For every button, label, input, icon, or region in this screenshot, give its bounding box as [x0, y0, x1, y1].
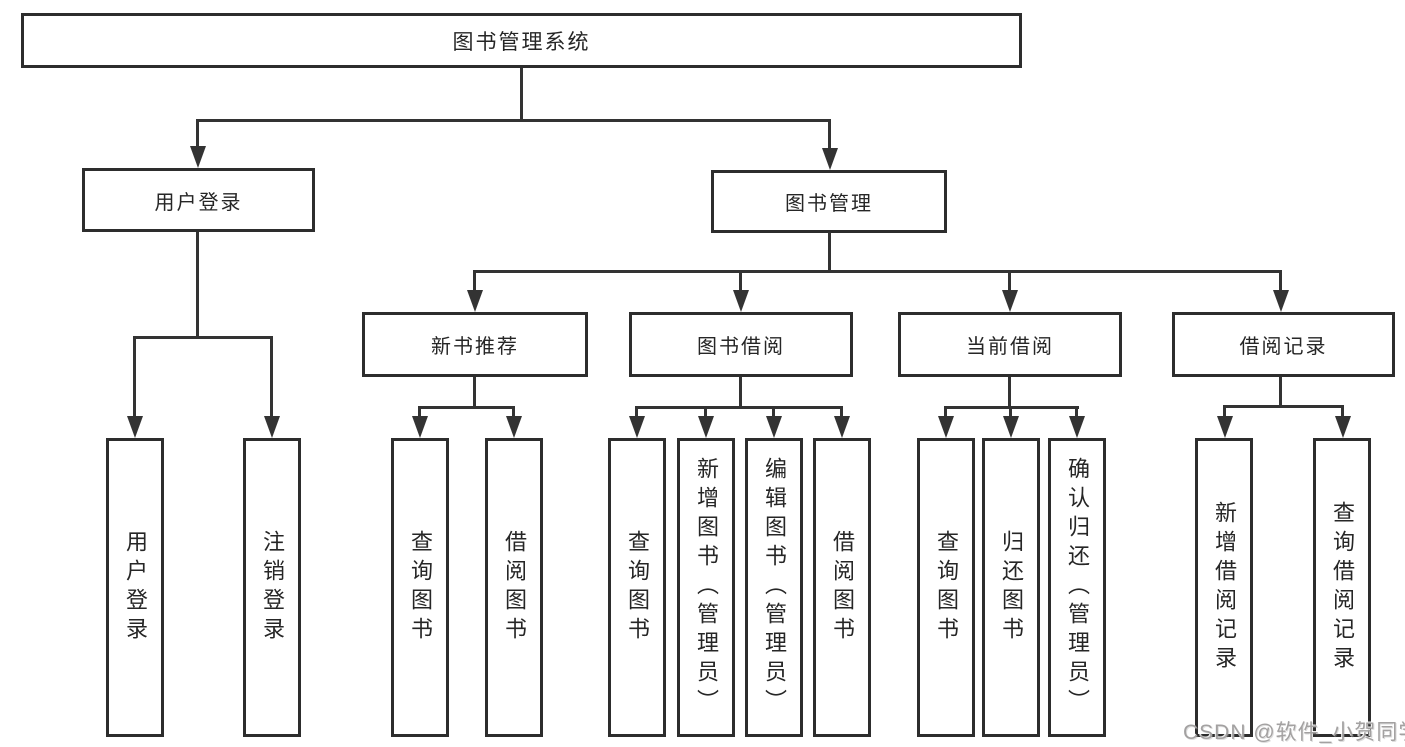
arrow-down-icon [467, 290, 483, 312]
arrow-down-icon [698, 416, 714, 438]
connector-line [772, 406, 775, 420]
arrow-down-icon [766, 416, 782, 438]
node-book-borrowing: 图书借阅 [629, 312, 853, 377]
connector-line [473, 377, 476, 409]
leaf-confirm-return-admin: 确认归还（管理员） [1048, 438, 1106, 737]
connector-line [1075, 406, 1078, 420]
connector-line [418, 406, 421, 420]
arrow-down-icon [1217, 416, 1233, 438]
connector-line [270, 336, 273, 420]
connector-line [196, 119, 199, 150]
connector-line [828, 119, 831, 152]
connector-line [1224, 405, 1343, 408]
leaf-borrow-books-recommend: 借阅图书 [485, 438, 543, 737]
leaf-return-books: 归还图书 [982, 438, 1040, 737]
connector-line [1008, 270, 1011, 294]
node-borrowing-records: 借阅记录 [1172, 312, 1395, 377]
node-user-login: 用户登录 [82, 168, 315, 232]
leaf-borrow-books: 借阅图书 [813, 438, 871, 737]
connector-line [840, 406, 843, 420]
arrow-down-icon [1069, 416, 1085, 438]
arrow-down-icon [1002, 290, 1018, 312]
arrow-down-icon [190, 146, 206, 168]
connector-line [1223, 405, 1226, 420]
leaf-edit-book-admin: 编辑图书（管理员） [745, 438, 803, 737]
arrow-down-icon [822, 148, 838, 170]
watermark: CSDN @软件_小贺同学 [1183, 721, 1405, 744]
arrow-down-icon [127, 416, 143, 438]
node-current-borrowing: 当前借阅 [898, 312, 1122, 377]
arrow-down-icon [938, 416, 954, 438]
arrow-down-icon [733, 290, 749, 312]
node-book-management: 图书管理 [711, 170, 947, 233]
connector-line [704, 406, 707, 420]
connector-line [196, 232, 199, 339]
arrow-down-icon [412, 416, 428, 438]
connector-line [1008, 377, 1011, 409]
arrow-down-icon [1335, 416, 1351, 438]
connector-line [1009, 406, 1012, 420]
connector-line [739, 377, 742, 409]
arrow-down-icon [1003, 416, 1019, 438]
connector-line [739, 270, 742, 294]
node-root: 图书管理系统 [21, 13, 1022, 68]
connector-line [512, 406, 515, 420]
connector-line [1279, 377, 1282, 408]
leaf-add-borrow-record: 新增借阅记录 [1195, 438, 1253, 737]
leaf-query-books-current: 查询图书 [917, 438, 975, 737]
leaf-query-borrow-record: 查询借阅记录 [1313, 438, 1371, 737]
connector-line [473, 270, 476, 294]
connector-line [635, 406, 638, 420]
leaf-logout: 注销登录 [243, 438, 301, 737]
connector-line [419, 406, 515, 409]
node-new-book-recommend: 新书推荐 [362, 312, 588, 377]
arrow-down-icon [506, 416, 522, 438]
connector-line [945, 406, 1079, 409]
connector-line [1279, 270, 1282, 294]
leaf-add-book-admin: 新增图书（管理员） [677, 438, 735, 737]
leaf-user-login: 用户登录 [106, 438, 164, 737]
connector-line [197, 119, 831, 122]
leaf-query-books-borrow: 查询图书 [608, 438, 666, 737]
connector-line [1341, 405, 1344, 420]
leaf-query-books-recommend: 查询图书 [391, 438, 449, 737]
connector-line [636, 406, 843, 409]
connector-line [944, 406, 947, 420]
connector-line [474, 270, 1282, 273]
arrow-down-icon [629, 416, 645, 438]
arrow-down-icon [264, 416, 280, 438]
connector-line [133, 336, 136, 420]
arrow-down-icon [1273, 290, 1289, 312]
connector-line [828, 232, 831, 272]
connector-line [520, 68, 523, 120]
connector-line [133, 336, 273, 339]
arrow-down-icon [834, 416, 850, 438]
